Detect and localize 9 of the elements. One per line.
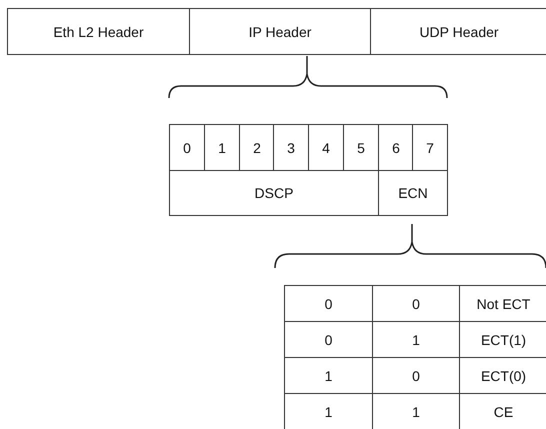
- field-name: ECN: [378, 170, 448, 216]
- bit-number: 7: [412, 124, 448, 171]
- bit-number: 3: [273, 124, 309, 171]
- field-name: DSCP: [169, 170, 379, 216]
- header-field: IP Header: [189, 8, 371, 55]
- bit-number: 0: [169, 124, 205, 171]
- table-cell: 0: [284, 285, 373, 322]
- header-field: Eth L2 Header: [7, 8, 190, 55]
- header-field: UDP Header: [370, 8, 546, 55]
